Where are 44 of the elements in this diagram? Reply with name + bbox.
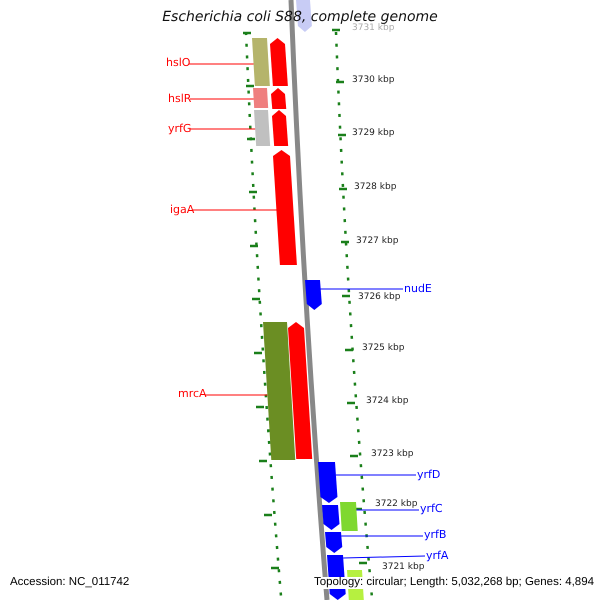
leader-line [190,98,254,100]
gene-feature [272,110,288,146]
gene-feature [305,280,322,310]
scale-label: 3731 kbp [352,24,394,33]
category-bar [263,322,296,460]
gene-label: hslO [166,57,190,68]
leader-line [204,394,268,396]
gene-label: yrfC [420,503,443,514]
category-bar [340,502,358,531]
map-title: Escherichia coli S88, complete genome [161,10,439,24]
gene-label: yrfA [426,550,448,561]
leader-line [335,474,416,476]
gene-label: hslR [168,93,192,104]
scale-label: 3721 kbp [382,563,424,572]
gene-feature [271,88,286,109]
genome-info: Accession: NC_011742 [10,577,130,588]
scale-label: 3730 kbp [352,76,394,85]
category-bar [252,38,270,86]
gene-label: mrcA [178,388,207,399]
gene-feature [318,462,338,503]
leader-line [320,288,404,290]
scale-label: 3729 kbp [352,129,394,138]
gene-feature [322,505,340,530]
gene-feature [273,150,297,265]
gene-feature [325,532,342,553]
gene-label: yrfG [168,123,192,134]
category-bar [253,88,268,108]
leader-line [342,556,426,558]
scale-label: 3723 kbp [371,450,414,459]
scale-label: 3722 kbp [375,500,418,509]
scale-label: 3727 kbp [356,237,398,246]
leader-line [190,128,256,130]
scale-label: 3724 kbp [366,397,408,406]
gene-label: yrfD [417,469,440,480]
scale-label: 3726 kbp [358,293,400,302]
scale-label: 3728 kbp [354,183,396,192]
gene-feature [288,322,312,459]
category-bar [254,110,270,146]
genome-info: Topology: circular; Length: 5,032,268 bp; Genes: 4,894 [314,577,594,588]
gene-label: igaA [170,204,194,215]
scale-label: 3725 kbp [362,344,404,353]
gene-label: yrfB [424,529,446,540]
gene-feature [270,38,288,86]
gene-label: nudE [404,283,432,294]
